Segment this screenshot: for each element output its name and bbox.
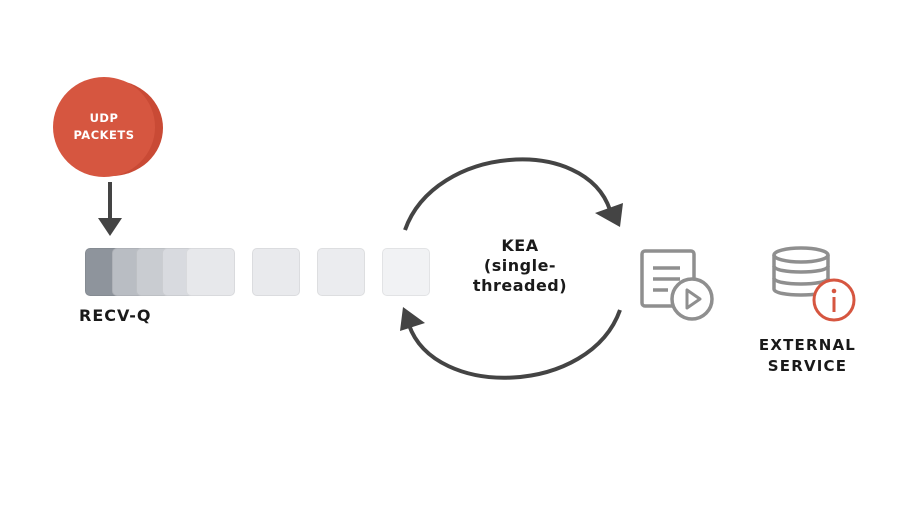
external-service-line1: EXTERNAL (758, 336, 857, 354)
recv-q-label: RECV-Q (79, 306, 152, 325)
external-service-line2: SERVICE (767, 357, 848, 375)
queue-slot-7 (317, 248, 365, 296)
kea-label-line2: (single- (483, 256, 557, 275)
document-play-icon (640, 249, 714, 321)
queue-slot-8 (382, 248, 430, 296)
down-arrow-icon (98, 182, 122, 236)
database-info-icon (772, 246, 856, 322)
udp-packets-label-line2: PACKETS (73, 128, 135, 142)
processing-cycle-arrows (400, 157, 623, 380)
kea-label-line3: threaded) (472, 276, 568, 295)
kea-label-line1: KEA (501, 236, 539, 255)
external-service-label: EXTERNAL SERVICE (745, 335, 870, 377)
kea-label: KEA (single- threaded) (455, 236, 585, 296)
bottom-arc-arrow-icon (407, 309, 622, 380)
queue-slot-6 (252, 248, 300, 296)
queue-slot-5 (186, 248, 235, 296)
udp-packets-label-line1: UDP (89, 111, 119, 125)
udp-packets-circle: UDP PACKETS (53, 77, 155, 177)
top-arc-arrow-icon (403, 157, 612, 231)
